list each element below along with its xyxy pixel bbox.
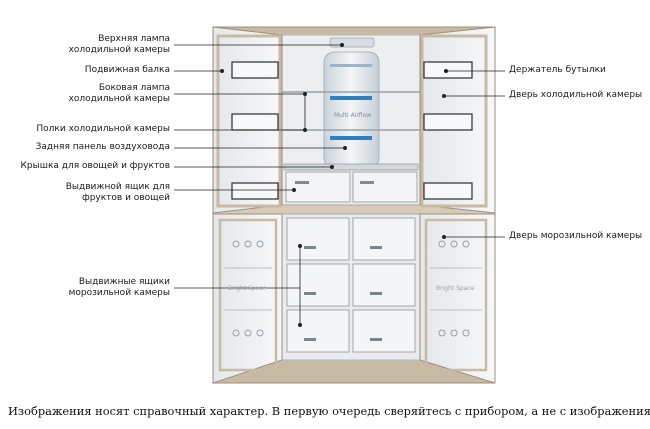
label-freezer-door: Дверь морозильной камеры xyxy=(509,231,643,241)
label-air-duct: Задняя панель воздуховода xyxy=(35,142,170,152)
label-line: Верхняя лампа xyxy=(98,34,170,44)
label-line: Боковая лампа xyxy=(98,83,170,93)
label-line: фруктов и овощей xyxy=(82,193,170,203)
freezer-door-left-text: Bright Space xyxy=(228,285,267,292)
label-crisper-drawer: Выдвижной ящик для фруктов и овощей xyxy=(66,182,170,204)
label-fridge-door: Дверь холодильной камеры xyxy=(509,90,643,100)
freezer-door-right-text: Bright Space xyxy=(436,285,475,292)
freezer-door-left xyxy=(212,213,283,384)
caption: Изображения носят справочный характер. В… xyxy=(8,404,650,418)
label-movable-beam: Подвижная балка xyxy=(84,65,170,75)
freezer-door-right xyxy=(419,213,496,384)
label-line: холодильной камеры xyxy=(68,45,170,55)
label-fridge-shelves: Полки холодильной камеры xyxy=(36,124,170,134)
duct-panel-text: Multi Airflow xyxy=(334,112,372,119)
crisper-drawer-right xyxy=(352,171,418,203)
label-top-lamp: Верхняя лампа холодильной камеры xyxy=(69,34,170,56)
label-side-lamp: Боковая лампа холодильной камеры xyxy=(69,83,170,105)
top-lamp xyxy=(329,37,375,48)
label-line: Выдвижные ящики xyxy=(78,277,170,287)
label-freezer-drawers: Выдвижные ящики морозильной камеры xyxy=(69,277,170,299)
crisper-drawer-left xyxy=(285,171,351,203)
label-line: Выдвижной ящик для xyxy=(65,182,170,192)
leader-lines xyxy=(174,43,505,327)
label-crisper-cover: Крышка для овощей и фруктов xyxy=(20,161,170,171)
label-bottle-holder: Держатель бутылки xyxy=(509,65,606,75)
freezer-drawers xyxy=(286,217,416,353)
label-line: холодильной камеры xyxy=(68,94,170,104)
label-line: морозильной камеры xyxy=(68,288,170,298)
